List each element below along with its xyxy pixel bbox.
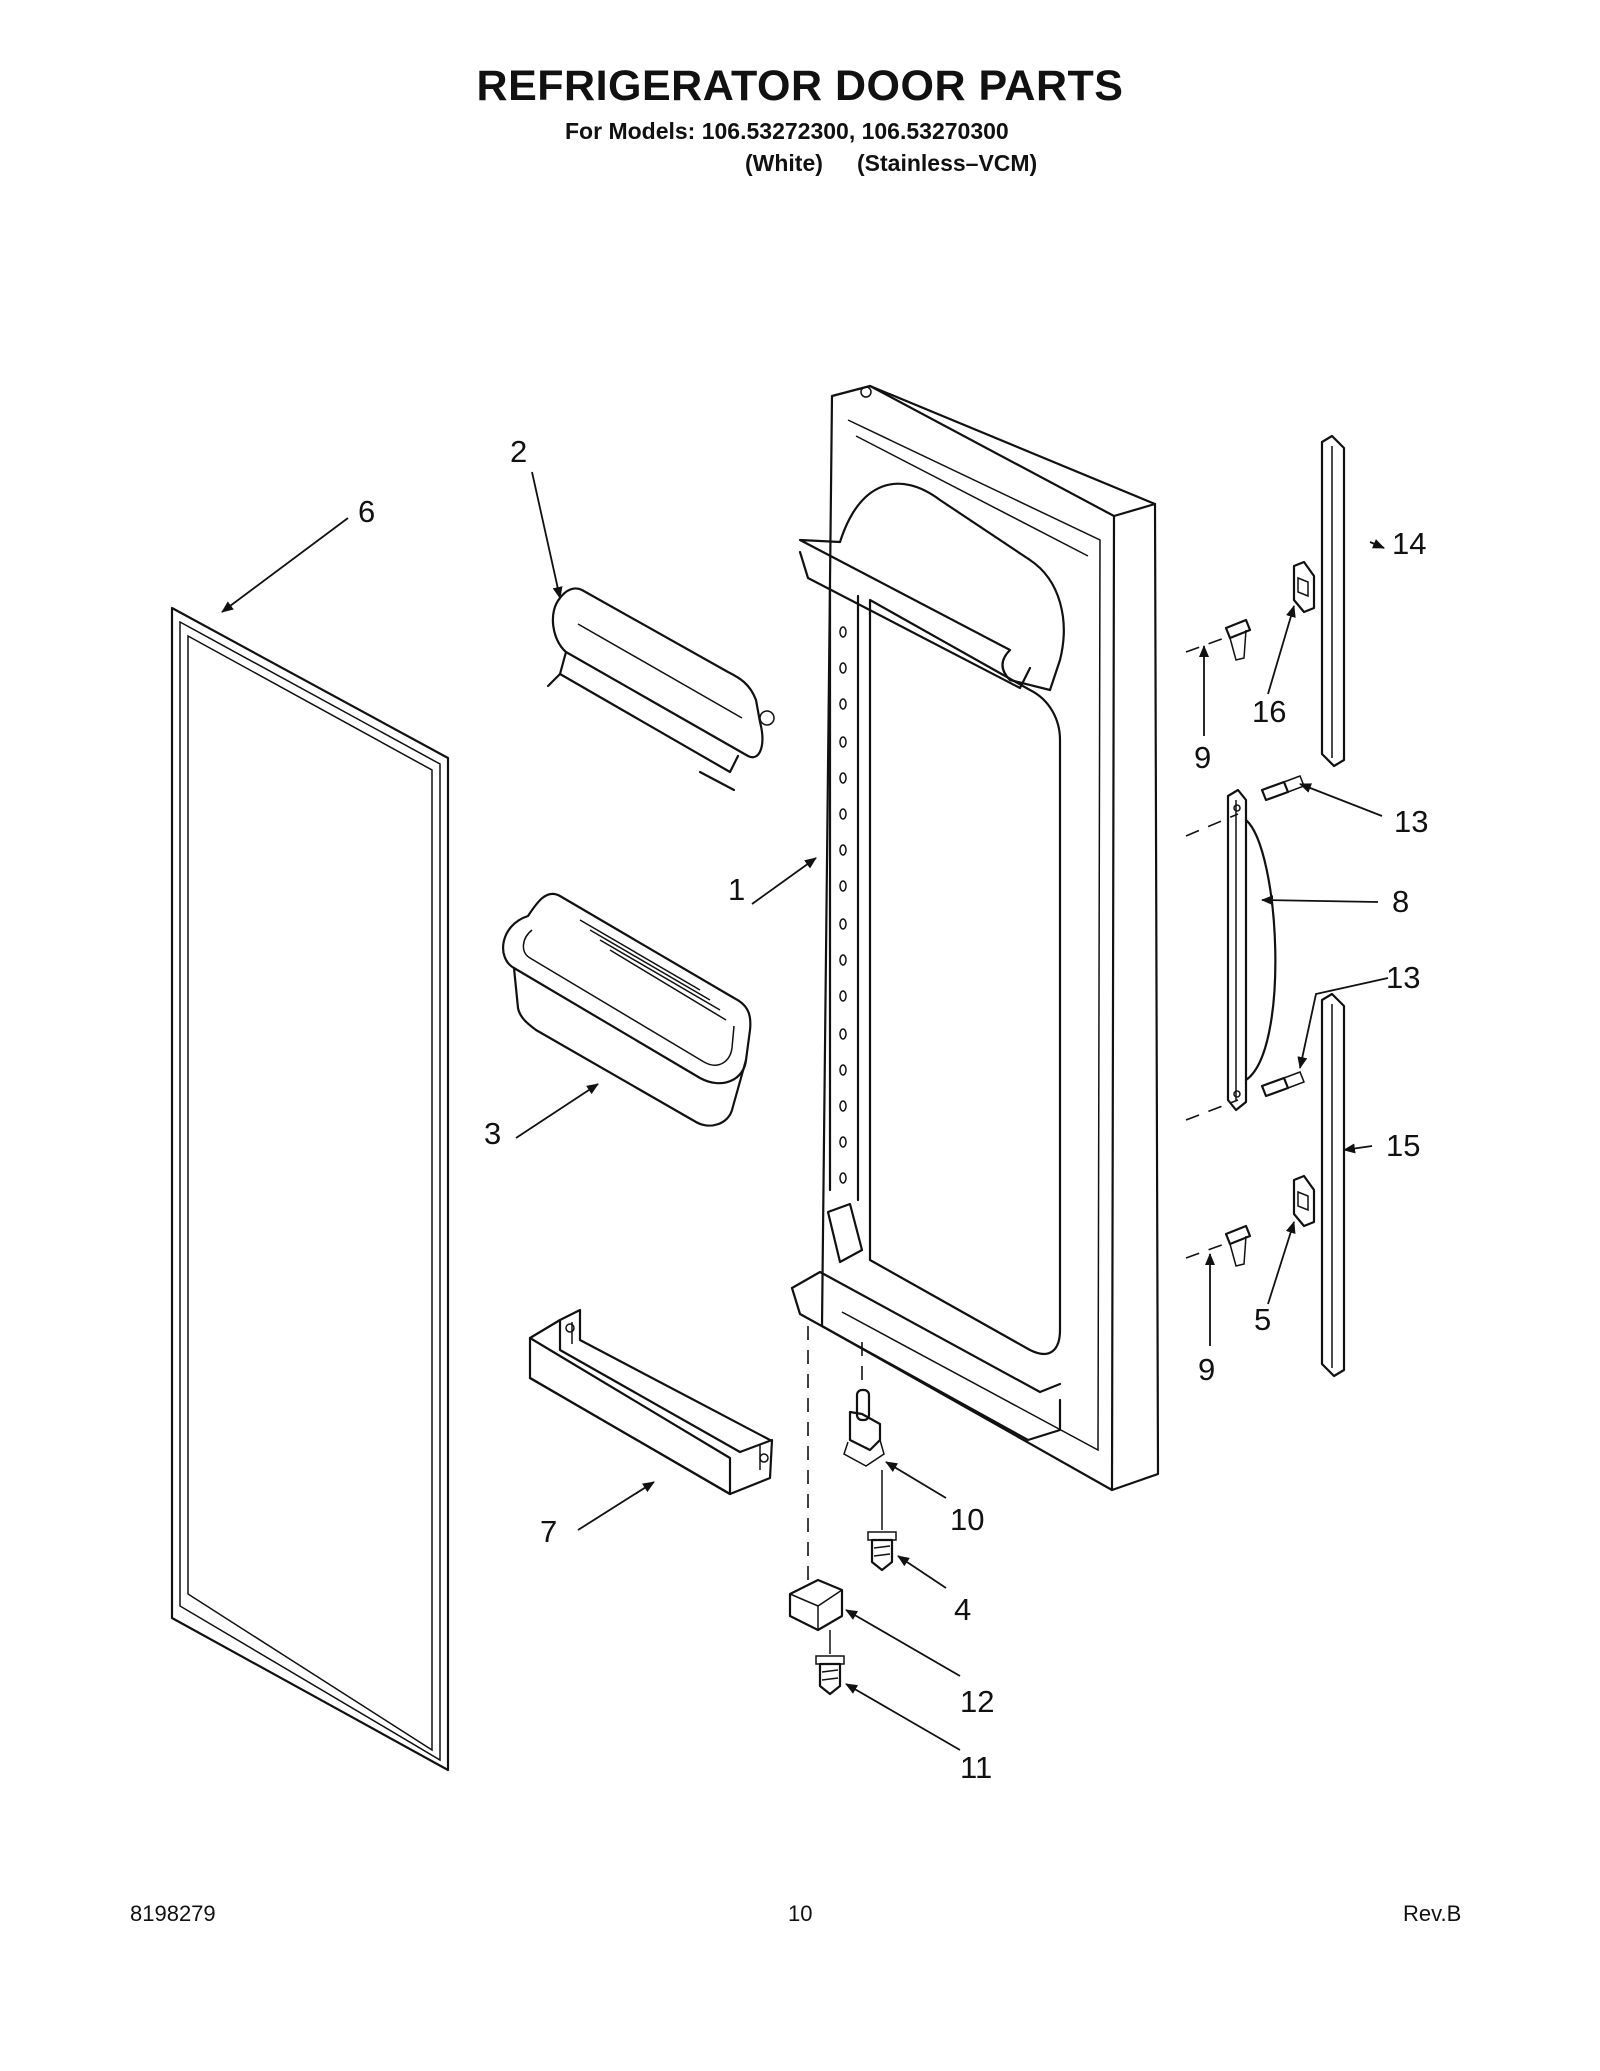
callout-8: 8 (1392, 884, 1409, 919)
part-3-door-bin (501, 892, 752, 1127)
models-line: For Models: 106.53272300, 106.53270300 (565, 118, 1009, 144)
part-6-door-gasket (170, 606, 450, 1772)
callout-13-lower: 13 (1386, 960, 1420, 995)
alignment-lines (807, 635, 1239, 1654)
part-10-hinge-pin (843, 1388, 885, 1467)
callout-6: 6 (358, 494, 375, 529)
part-12-hinge-block (788, 1578, 844, 1632)
callout-15: 15 (1386, 1128, 1420, 1163)
part-9-screw-upper (1224, 618, 1252, 661)
callout-16: 16 (1252, 694, 1286, 729)
part-5-clip (1292, 1174, 1316, 1228)
callout-9-lower: 9 (1198, 1352, 1215, 1387)
variant-white-label: (White) (745, 150, 823, 176)
revision-label: Rev.B (1403, 1901, 1462, 1926)
callout-5: 5 (1254, 1302, 1271, 1337)
callout-3: 3 (484, 1116, 501, 1151)
callout-9-upper: 9 (1194, 740, 1211, 775)
callout-1: 1 (728, 872, 745, 907)
variant-stainless-label: (Stainless–VCM) (857, 150, 1038, 176)
part-14-upper-trim (1320, 434, 1346, 768)
part-7-bottom-door-bin (528, 1308, 774, 1496)
part-13-screw-upper (1260, 775, 1305, 802)
callout-4: 4 (954, 1592, 971, 1627)
part-4-screw (867, 1531, 897, 1572)
page-title: REFRIGERATOR DOOR PARTS (476, 62, 1124, 110)
callout-13-upper: 13 (1394, 804, 1428, 839)
callout-11: 11 (960, 1750, 992, 1785)
page-number: 10 (788, 1901, 813, 1926)
callout-labels: 6 2 1 3 7 14 16 9 13 8 13 15 5 9 10 4 12… (358, 434, 1428, 1785)
callout-12: 12 (960, 1684, 994, 1719)
part-15-lower-trim (1320, 992, 1346, 1378)
callout-14: 14 (1392, 526, 1426, 561)
leader-lines (221, 471, 1389, 1751)
callout-2: 2 (510, 434, 527, 469)
callout-10: 10 (950, 1502, 984, 1537)
part-11-screw (815, 1655, 845, 1696)
document-number: 8198279 (130, 1901, 216, 1926)
part-2-dairy-door (546, 587, 775, 792)
part-9-screw-lower (1224, 1224, 1252, 1267)
part-13-screw-lower (1260, 1071, 1305, 1098)
part-16-clip (1292, 560, 1316, 614)
part-8-door-handle (1226, 788, 1277, 1112)
part-1-door-liner (790, 384, 1160, 1492)
callout-7: 7 (540, 1514, 557, 1549)
